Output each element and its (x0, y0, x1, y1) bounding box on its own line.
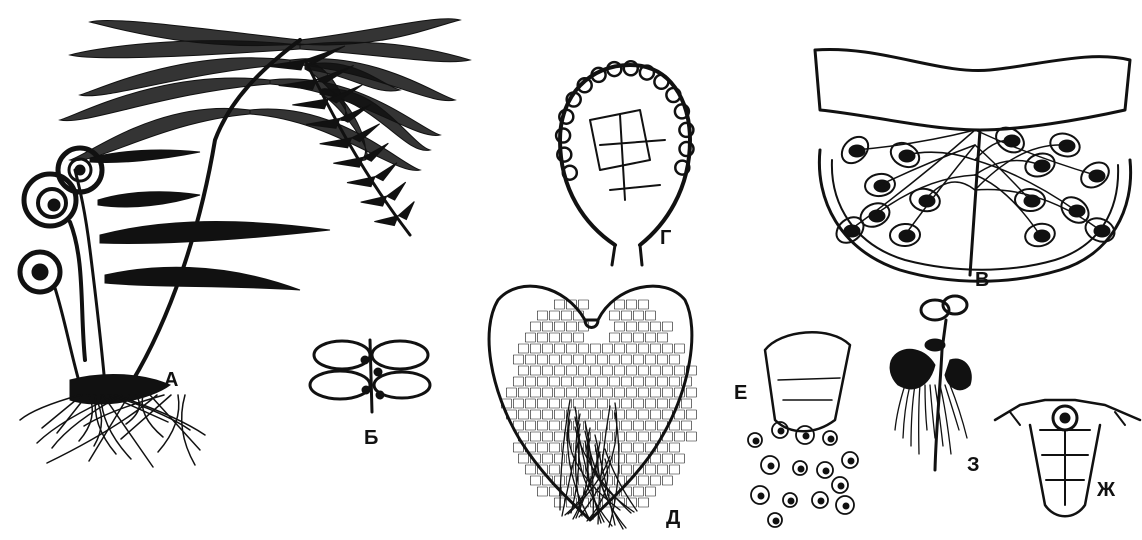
sorus-section-drawing (815, 49, 1131, 281)
label-a: А (164, 370, 178, 390)
crozier-icon (20, 252, 80, 385)
sporangium-drawing (556, 61, 693, 265)
young-sporophyte-drawing (890, 296, 971, 470)
pinnule-with-sori-drawing (310, 340, 430, 412)
label-z: З (967, 455, 980, 475)
label-zh: Ж (1097, 480, 1115, 500)
label-b: Б (364, 428, 378, 448)
label-e: Е (734, 383, 747, 403)
archegonium-drawing (995, 400, 1140, 516)
label-v: В (975, 270, 989, 290)
fern-sporophyte-drawing (20, 19, 470, 467)
prothallus-drawing (489, 286, 696, 529)
label-d: Д (666, 508, 680, 528)
label-g: Г (660, 228, 671, 248)
antheridium-drawing (748, 332, 858, 527)
